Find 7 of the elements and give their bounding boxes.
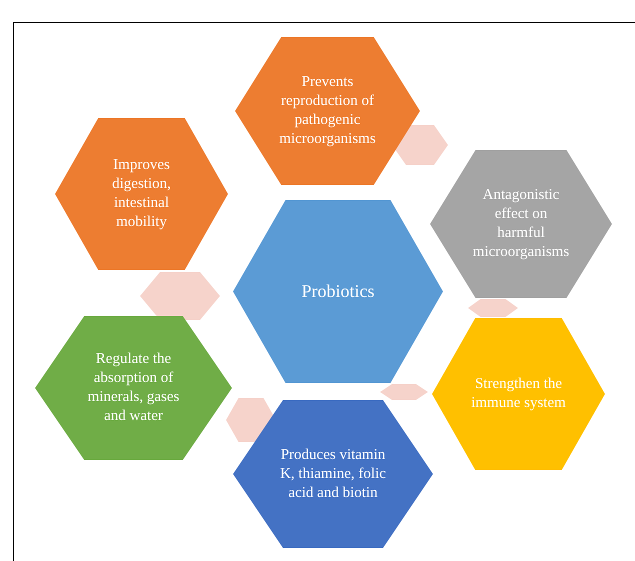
node-text: Strengthen the immune system (470, 375, 567, 413)
node-text: Antagonistic effect on harmful microorganisms (472, 186, 570, 262)
node-text: Regulate the absorption of minerals, gases and water (86, 350, 180, 426)
node-text: Probiotics (300, 282, 376, 301)
node-text: Prevents reproduction of pathogenic microorganisms (278, 73, 377, 149)
node-text: Improves digestion, intestinal mobility (111, 156, 172, 232)
node-text: Produces vitamin K, thiamine, folic acid and biotin (279, 446, 387, 502)
